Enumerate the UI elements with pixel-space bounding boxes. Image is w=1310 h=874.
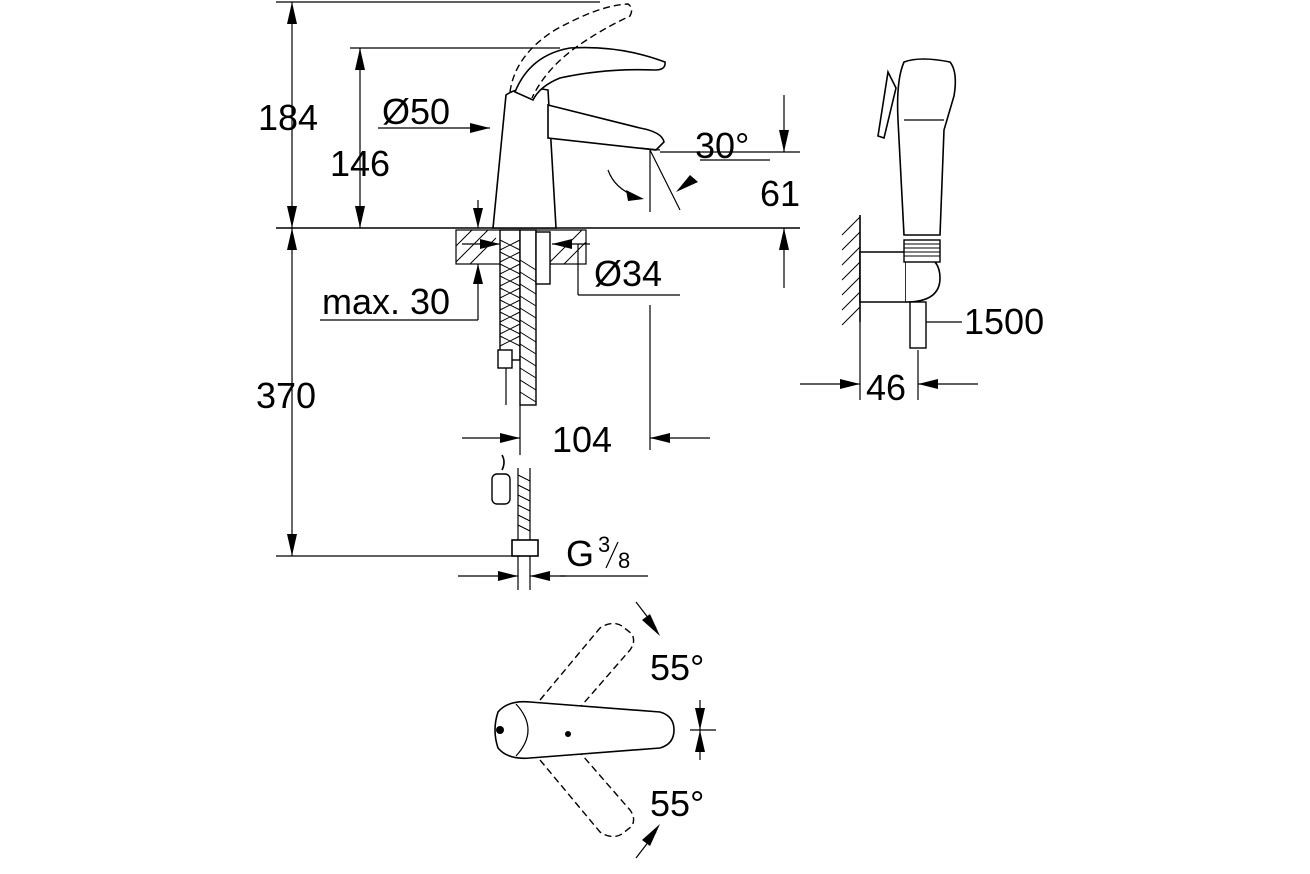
dim-max-30: max. 30 [322,281,450,322]
thread-pattern [499,239,537,403]
dim-thread-denominator: 8 [618,548,630,573]
dim-184: 184 [258,97,318,138]
dim-thread-numerator: 3 [598,532,610,557]
dim-370: 370 [256,375,316,416]
dim-146: 146 [330,143,390,184]
wall-hatch [841,216,861,326]
dim-1500: 1500 [964,301,1044,342]
dim-thread-g: G [566,533,594,574]
dim-rotation-right: 55° [650,783,704,824]
dim-diameter-34: Ø34 [594,253,662,294]
dim-diameter-50: Ø50 [382,91,450,132]
hand-shower-view [800,58,978,400]
dim-rotation-left: 55° [650,647,704,688]
faucet-top-view [494,601,716,859]
dim-angle-30: 30° [695,125,749,166]
dim-46: 46 [866,367,906,408]
faucet-side-view [276,1,800,590]
dim-104: 104 [552,419,612,460]
dim-61: 61 [760,173,800,214]
